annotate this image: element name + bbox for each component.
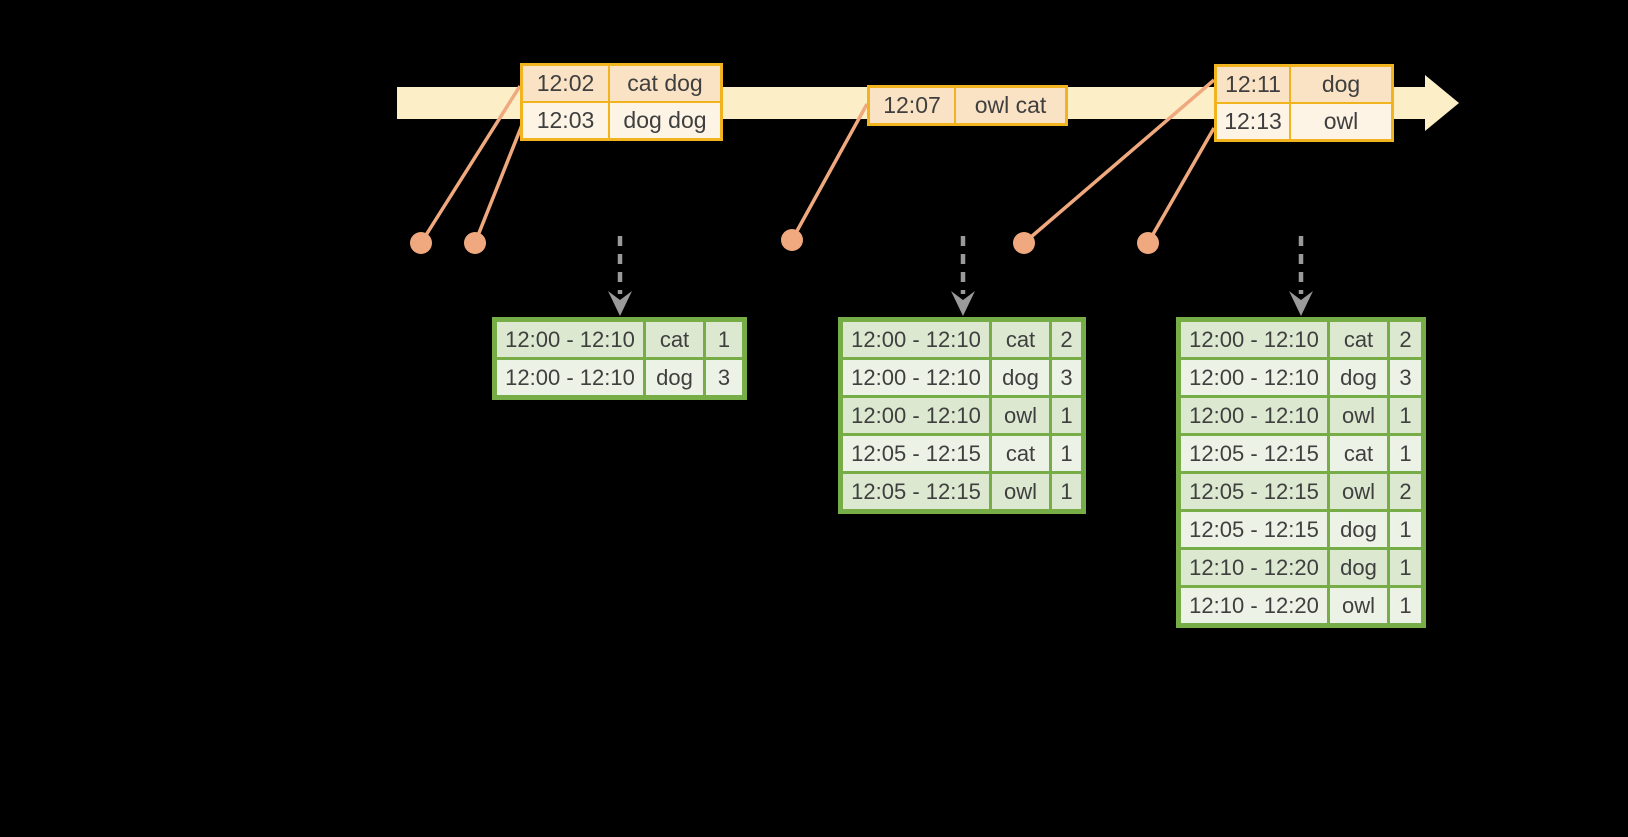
arrow-down-icon <box>951 291 975 316</box>
result-row: 12:00 - 12:10 dog 3 <box>843 360 1081 395</box>
word-cell: owl <box>1330 474 1387 509</box>
count-cell: 3 <box>1390 360 1421 395</box>
window-cell: 12:00 - 12:10 <box>1181 360 1327 395</box>
count-cell: 3 <box>706 360 742 395</box>
word-cell: owl <box>992 474 1049 509</box>
count-cell: 1 <box>1052 474 1081 509</box>
result-row: 12:00 - 12:10 cat 1 <box>497 322 742 357</box>
window-cell: 12:10 - 12:20 <box>1181 550 1327 585</box>
window-cell: 12:00 - 12:10 <box>1181 322 1327 357</box>
result-row: 12:10 - 12:20 owl 1 <box>1181 588 1421 623</box>
event-dot <box>781 229 803 251</box>
event-words-cell: dog <box>1291 67 1391 102</box>
event-table-3: 12:11 dog 12:13 owl <box>1214 64 1394 142</box>
word-cell: owl <box>1330 398 1387 433</box>
result-row: 12:00 - 12:10 cat 2 <box>843 322 1081 357</box>
window-cell: 12:05 - 12:15 <box>1181 474 1327 509</box>
event-time-cell: 12:11 <box>1217 67 1289 102</box>
count-cell: 2 <box>1052 322 1081 357</box>
result-row: 12:00 - 12:10 dog 3 <box>1181 360 1421 395</box>
event-dot <box>410 232 432 254</box>
word-cell: dog <box>646 360 703 395</box>
result-row: 12:10 - 12:20 dog 1 <box>1181 550 1421 585</box>
window-cell: 12:05 - 12:15 <box>843 474 989 509</box>
event-time-cell: 12:02 <box>523 66 608 101</box>
result-table-2: 12:00 - 12:10 cat 2 12:00 - 12:10 dog 3 … <box>838 317 1086 514</box>
count-cell: 3 <box>1052 360 1081 395</box>
event-connector <box>1022 78 1216 245</box>
count-cell: 1 <box>1052 398 1081 433</box>
result-row: 12:05 - 12:15 cat 1 <box>843 436 1081 471</box>
count-cell: 1 <box>1390 550 1421 585</box>
word-cell: dog <box>992 360 1049 395</box>
trigger-arrow <box>608 236 632 316</box>
result-row: 12:05 - 12:15 dog 1 <box>1181 512 1421 547</box>
word-cell: owl <box>1330 588 1387 623</box>
result-row: 12:00 - 12:10 owl 1 <box>843 398 1081 433</box>
arrow-down-icon <box>1289 291 1313 316</box>
event-time-cell: 12:03 <box>523 103 608 138</box>
count-cell: 1 <box>1390 512 1421 547</box>
word-cell: cat <box>1330 436 1387 471</box>
result-row: 12:05 - 12:15 owl 2 <box>1181 474 1421 509</box>
result-row: 12:05 - 12:15 cat 1 <box>1181 436 1421 471</box>
event-connector <box>790 103 869 241</box>
window-cell: 12:05 - 12:15 <box>1181 436 1327 471</box>
count-cell: 2 <box>1390 474 1421 509</box>
word-cell: dog <box>1330 512 1387 547</box>
word-cell: cat <box>1330 322 1387 357</box>
event-dot <box>1137 232 1159 254</box>
event-table-2: 12:07 owl cat <box>867 85 1068 126</box>
event-row: 12:07 owl cat <box>870 88 1065 123</box>
event-connector <box>473 124 524 244</box>
window-cell: 12:00 - 12:10 <box>843 322 989 357</box>
count-cell: 1 <box>1390 436 1421 471</box>
trigger-arrow <box>951 236 975 316</box>
word-cell: dog <box>1330 550 1387 585</box>
result-table-1: 12:00 - 12:10 cat 1 12:00 - 12:10 dog 3 <box>492 317 747 400</box>
window-cell: 12:00 - 12:10 <box>497 360 643 395</box>
event-row: 12:02 cat dog <box>523 66 720 101</box>
result-row: 12:00 - 12:10 cat 2 <box>1181 322 1421 357</box>
event-row: 12:11 dog <box>1217 67 1391 102</box>
word-cell: cat <box>992 436 1049 471</box>
event-words-cell: owl cat <box>956 88 1065 123</box>
window-cell: 12:05 - 12:15 <box>1181 512 1327 547</box>
result-row: 12:00 - 12:10 dog 3 <box>497 360 742 395</box>
count-cell: 1 <box>1390 588 1421 623</box>
event-time-cell: 12:07 <box>870 88 954 123</box>
window-cell: 12:00 - 12:10 <box>1181 398 1327 433</box>
count-cell: 2 <box>1390 322 1421 357</box>
event-connector <box>1146 127 1216 244</box>
word-cell: dog <box>1330 360 1387 395</box>
count-cell: 1 <box>1390 398 1421 433</box>
result-row: 12:00 - 12:10 owl 1 <box>1181 398 1421 433</box>
event-dot <box>1013 232 1035 254</box>
event-words-cell: owl <box>1291 104 1391 139</box>
word-cell: owl <box>992 398 1049 433</box>
event-table-1: 12:02 cat dog 12:03 dog dog <box>520 63 723 141</box>
count-cell: 1 <box>1052 436 1081 471</box>
word-cell: cat <box>646 322 703 357</box>
window-cell: 12:00 - 12:10 <box>497 322 643 357</box>
word-cell: cat <box>992 322 1049 357</box>
event-row: 12:13 owl <box>1217 104 1391 139</box>
arrow-down-icon <box>608 291 632 316</box>
event-row: 12:03 dog dog <box>523 103 720 138</box>
trigger-arrow <box>1289 236 1313 316</box>
window-cell: 12:00 - 12:10 <box>843 398 989 433</box>
event-connector <box>419 85 522 244</box>
result-table-3: 12:00 - 12:10 cat 2 12:00 - 12:10 dog 3 … <box>1176 317 1426 628</box>
event-time-cell: 12:13 <box>1217 104 1289 139</box>
count-cell: 1 <box>706 322 742 357</box>
result-row: 12:05 - 12:15 owl 1 <box>843 474 1081 509</box>
timeline-arrowhead-icon <box>1425 75 1459 131</box>
event-dot <box>464 232 486 254</box>
window-cell: 12:10 - 12:20 <box>1181 588 1327 623</box>
window-cell: 12:00 - 12:10 <box>843 360 989 395</box>
event-words-cell: dog dog <box>610 103 720 138</box>
event-words-cell: cat dog <box>610 66 720 101</box>
window-cell: 12:05 - 12:15 <box>843 436 989 471</box>
